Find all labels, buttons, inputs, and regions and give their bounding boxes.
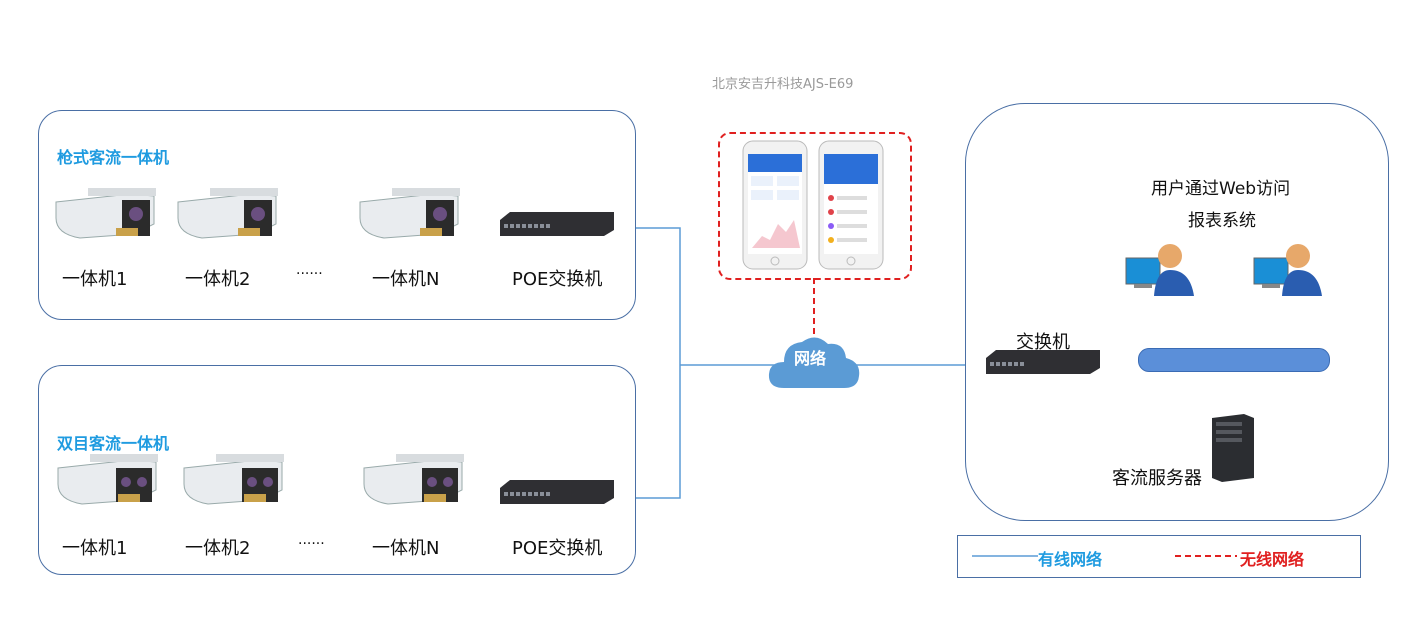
user-pc-icon — [1125, 244, 1194, 296]
group-title: 枪式客流一体机 — [57, 148, 170, 167]
poe-switch-icon — [500, 480, 614, 504]
server-side-panel — [965, 103, 1389, 521]
watermark: 北京安吉升科技AJS-E69 — [712, 77, 854, 92]
device-ellipsis: ...... — [296, 262, 323, 278]
camera-icon — [363, 454, 464, 505]
device-ellipsis: ...... — [298, 532, 325, 548]
device-label: 一体机2 — [185, 269, 251, 290]
legend-wireless-swatch — [1175, 555, 1237, 557]
camera-icon — [177, 188, 278, 239]
camera-icon — [359, 188, 460, 239]
device-label: 一体机1 — [62, 538, 128, 559]
switch-icon — [986, 350, 1100, 374]
device-label: 一体机N — [372, 269, 440, 290]
mobile-apps-box — [718, 132, 912, 280]
report-system-label: 报表系统 — [1188, 211, 1256, 231]
server-label: 客流服务器 — [1112, 468, 1202, 489]
phone-icon — [742, 140, 808, 270]
web-access-label: 用户通过Web访问 — [1151, 179, 1291, 199]
user-pc-icon — [1253, 244, 1322, 296]
poe-switch-icon — [500, 212, 614, 236]
legend-wired-swatch — [972, 555, 1038, 557]
camera-icon — [57, 454, 158, 505]
legend-wired-label: 有线网络 — [1038, 550, 1103, 569]
wired-line-poe-trunk — [612, 227, 681, 499]
cloud-icon — [768, 337, 860, 388]
device-label: POE交换机 — [512, 269, 603, 290]
group-title: 双目客流一体机 — [57, 434, 170, 453]
camera-icon — [183, 454, 284, 505]
device-label: 一体机N — [372, 538, 440, 559]
switch-label: 交换机 — [1016, 332, 1070, 353]
server-icon — [1212, 414, 1254, 482]
device-label: POE交换机 — [512, 538, 603, 559]
phone-icon — [818, 140, 884, 270]
device-label: 一体机1 — [62, 269, 128, 290]
camera-icon — [55, 188, 156, 239]
device-label: 一体机2 — [185, 538, 251, 559]
network-bus — [1138, 348, 1330, 372]
network-label: 网络 — [794, 349, 827, 368]
legend-wireless-label: 无线网络 — [1240, 550, 1305, 569]
